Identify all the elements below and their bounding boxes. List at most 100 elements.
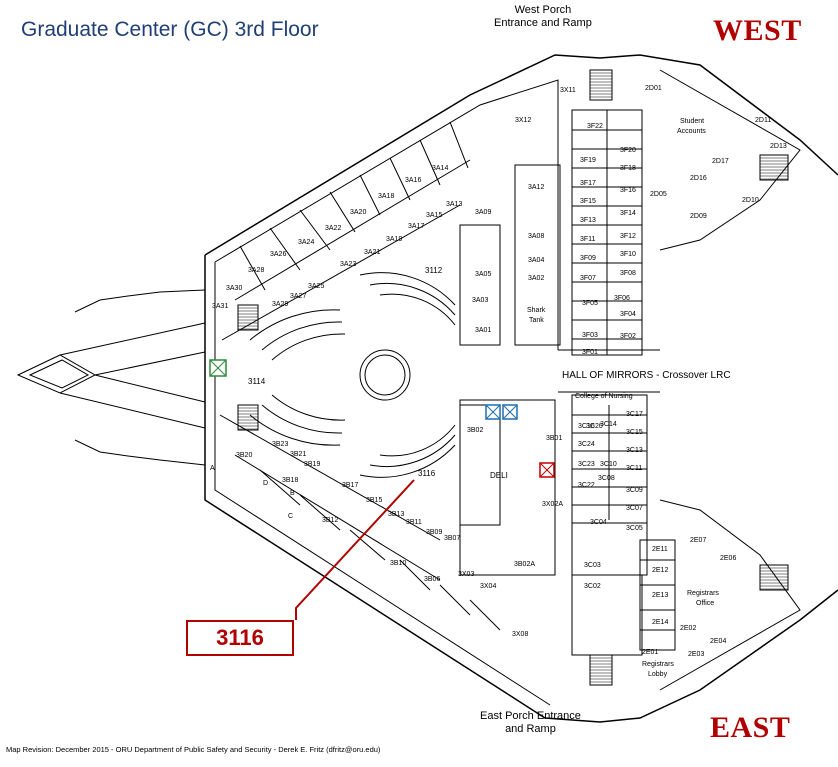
- room-label-2d10: 2D10: [742, 197, 759, 204]
- room-label-2d11: 2D11: [755, 117, 771, 124]
- room-label-3x04: 3X04: [480, 583, 496, 590]
- west-direction-label: WEST: [713, 14, 802, 47]
- room-label-3a05: 3A05: [475, 271, 491, 278]
- room-label-d: D: [263, 480, 268, 487]
- room-label-3x02a: 3X02A: [542, 501, 563, 508]
- room-label-2d13: 2D13: [770, 143, 787, 150]
- room-label-3b23: 3B23: [272, 441, 288, 448]
- room-label-3a29: 3A29: [272, 301, 288, 308]
- room-label-3a15: 3A15: [426, 212, 442, 219]
- room-label-3f05: 3F05: [582, 300, 598, 307]
- room-label-3a17: 3A17: [408, 223, 424, 230]
- room-label-3a12: 3A12: [528, 184, 544, 191]
- room-label-3b20: 3B20: [236, 452, 252, 459]
- room-label-3b02: 3B02: [467, 427, 483, 434]
- room-label-3a09: 3A09: [475, 209, 491, 216]
- room-label-3f11: 3F11: [580, 236, 596, 243]
- room-label-3a25: 3A25: [308, 283, 324, 290]
- room-label-3a02: 3A02: [528, 275, 544, 282]
- hall-of-mirrors-label: HALL OF MIRRORS - Crossover LRC: [562, 370, 731, 381]
- west-porch-line1: West Porch: [514, 4, 572, 16]
- room-label-3c17: 3C17: [626, 411, 643, 418]
- room-3112-label: 3112: [425, 266, 443, 275]
- room-label-3a01: 3A01: [475, 327, 491, 334]
- room-3116-label: 3116: [418, 469, 436, 478]
- east-direction-label: EAST: [710, 711, 791, 744]
- room-label-3f18: 3F18: [620, 165, 636, 172]
- room-label-3a19: 3A19: [386, 236, 402, 243]
- room-label-3c15: 3C15: [626, 429, 643, 436]
- room-label-3f09: 3F09: [580, 255, 596, 262]
- room-label-3f15: 3F15: [580, 198, 596, 205]
- room-label-3x03: 3X03: [458, 571, 474, 578]
- room-label-3a13: 3A13: [446, 201, 462, 208]
- room-3114-label: 3114: [248, 377, 266, 386]
- room-label-3a18: 3A18: [378, 193, 394, 200]
- room-label-3b06: 3B06: [424, 576, 440, 583]
- room-label-3b17: 3B17: [342, 482, 358, 489]
- room-label-a: A: [210, 465, 215, 472]
- room-label-c: C: [288, 513, 293, 520]
- west-porch-line2: Entrance and Ramp: [494, 17, 592, 29]
- room-label-3a21: 3A21: [364, 249, 380, 256]
- room-label-2d05: 2D05: [650, 191, 667, 198]
- room-label-3f03: 3F03: [582, 332, 598, 339]
- room-label-3c22: 3C22: [578, 482, 595, 489]
- room-label-3b12: 3B12: [322, 517, 338, 524]
- room-label-3c09: 3C09: [626, 487, 643, 494]
- room-label-3f14: 3F14: [620, 210, 636, 217]
- room-label-3c13: 3C13: [626, 447, 643, 454]
- room-label-3f06: 3F06: [614, 295, 630, 302]
- room-label-3a26: 3A26: [270, 251, 286, 258]
- room-label-3f02: 3F02: [620, 333, 636, 340]
- room-label-3a03: 3A03: [472, 297, 488, 304]
- student-accounts-label-2: Accounts: [677, 128, 706, 135]
- room-label-3a14: 3A14: [432, 165, 448, 172]
- room-label-3b13: 3B13: [388, 511, 404, 518]
- room-label-3a28: 3A28: [248, 267, 264, 274]
- student-accounts-label-1: Student: [680, 118, 704, 125]
- shark-tank-label-1: Shark: [527, 307, 546, 314]
- room-label-2d16: 2D16: [690, 175, 707, 182]
- room-label-2d09: 2D09: [690, 213, 707, 220]
- room-label-3c11: 3C11: [626, 465, 642, 472]
- room-label-3a31: 3A31: [212, 303, 228, 310]
- room-label-3f04: 3F04: [620, 311, 636, 318]
- room-label-3c05: 3C05: [626, 525, 643, 532]
- room-label-3a04: 3A04: [528, 257, 544, 264]
- room-label-b: B: [290, 490, 295, 497]
- room-label-3b19: 3B19: [304, 461, 320, 468]
- room-label-3b09: 3B09: [426, 529, 442, 536]
- room-label-3c24: 3C24: [578, 441, 595, 448]
- room-label-2e14: 2E14: [652, 619, 668, 626]
- room-label-3b18: 3B18: [282, 477, 298, 484]
- room-label-3x12: 3X12: [515, 117, 531, 124]
- east-porch-line1: East Porch Entrance: [480, 710, 581, 722]
- room-label-3c08: 3C08: [598, 475, 615, 482]
- deli-label: DELI: [490, 471, 508, 480]
- room-label-2e02: 2E02: [680, 625, 696, 632]
- room-label-2e01: 2E01: [642, 649, 658, 656]
- room-label-2d01: 2D01: [645, 85, 662, 92]
- room-label-3f22: 3F22: [587, 123, 603, 130]
- room-label-3a16: 3A16: [405, 177, 421, 184]
- room-label-3b07: 3B07: [444, 535, 460, 542]
- room-label-3b01: 3B01: [546, 435, 562, 442]
- registrars-lobby-label-1: Registrars: [642, 661, 674, 668]
- room-label-2e04: 2E04: [710, 638, 726, 645]
- room-label-3f12: 3F12: [620, 233, 636, 240]
- room-label-3f13: 3F13: [580, 217, 596, 224]
- room-label-3f07: 3F07: [580, 275, 596, 282]
- room-label-3c14: 3C14: [600, 421, 617, 428]
- room-label-3b02a: 3B02A: [514, 561, 535, 568]
- room-label-3f16: 3F16: [620, 187, 636, 194]
- room-label-3f01: 3F01: [582, 349, 598, 356]
- room-label-3a27: 3A27: [290, 293, 306, 300]
- college-of-nursing-label: College of Nursing: [575, 393, 633, 400]
- room-label-3x08: 3X08: [512, 631, 528, 638]
- room-label-2e11: 2E11: [652, 546, 668, 553]
- east-porch-line2: and Ramp: [505, 723, 556, 735]
- room-callout-3116[interactable]: 3116: [186, 620, 294, 656]
- room-label-3f17: 3F17: [580, 180, 596, 187]
